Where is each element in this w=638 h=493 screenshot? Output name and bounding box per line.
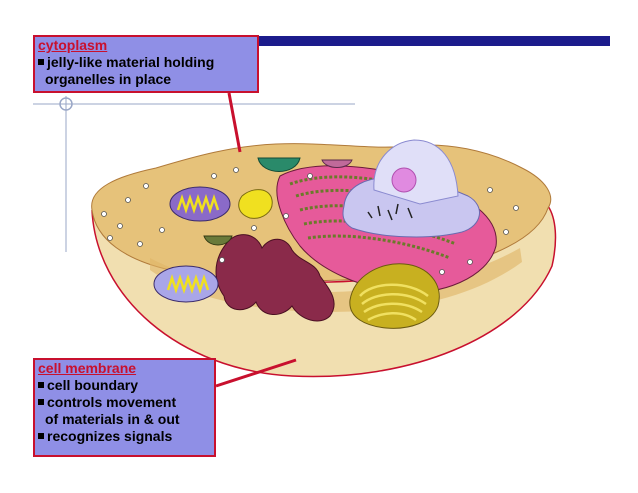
title-bar [245,36,610,46]
cytoplasm-line-1: jelly-like material holding [35,54,257,71]
lysosome-bowl [203,235,233,246]
bullet-icon [38,399,44,405]
bullet-icon [38,382,44,388]
membrane-line-2: controls movement [35,394,214,411]
vacuole-bowl [257,157,301,172]
cytoplasm-title: cytoplasm [38,37,108,53]
chromatin [367,203,413,221]
golgi-apparatus [349,263,440,329]
membrane-line-1-text: cell boundary [47,377,139,393]
bullet-icon [38,433,44,439]
cell-membrane-callout: cell membrane cell boundary controls mov… [33,358,216,457]
ribosomes [101,167,519,275]
membrane-line-2-text: controls movement [47,394,177,410]
membrane-line-3: of materials in & out [45,411,180,427]
membrane-line-4: recognizes signals [35,428,214,445]
nucleolus [391,167,417,193]
membrane-line-1: cell boundary [35,377,214,394]
cytoplasm-callout: cytoplasm jelly-like material holding or… [33,35,259,93]
smooth-er [215,234,335,322]
membrane-line-4-text: recognizes signals [47,428,173,444]
bullet-icon [38,59,44,65]
mitochondrion-cristae [176,194,220,214]
cell [91,139,557,378]
mitochondrion-2-cristae [166,274,210,294]
cytoplasm-line-2: organelles in place [45,71,172,87]
membrane-pointer [215,358,297,388]
guide-crosshair [59,97,73,111]
vacuole-bowl-2 [321,159,353,168]
cytoplasm-pointer [227,92,242,153]
golgi-stacks [359,283,429,322]
cell-membrane-title: cell membrane [38,360,137,376]
small-golgi [238,189,273,219]
cytoplasm-line-1-text: jelly-like material holding [47,54,215,70]
